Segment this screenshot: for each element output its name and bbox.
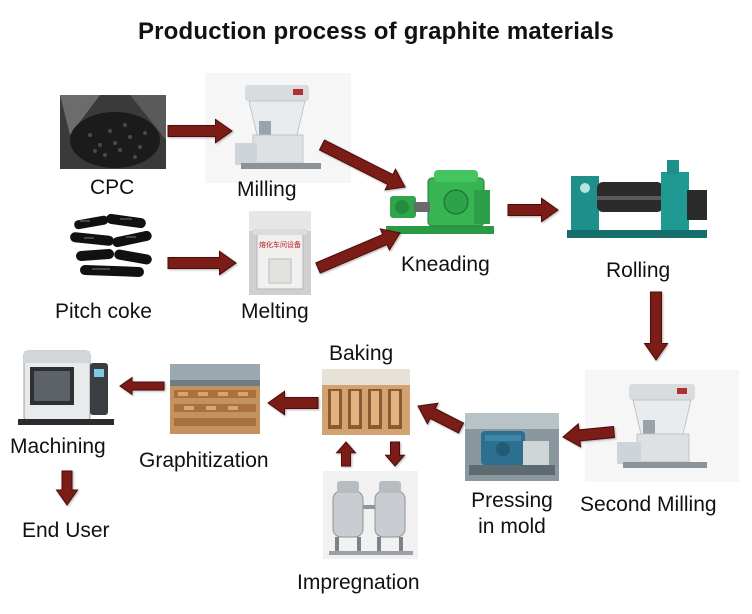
second-milling-machine-photo xyxy=(585,370,739,482)
label-pitch-coke: Pitch coke xyxy=(55,300,152,323)
label-pressing: Pressing in mold xyxy=(462,489,562,539)
label-pressing-line1: Pressing xyxy=(471,489,553,512)
label-cpc: CPC xyxy=(90,176,135,199)
graphitization-furnace-photo xyxy=(170,364,260,434)
milling-machine-photo xyxy=(205,73,351,183)
arrow-cpc-to-milling xyxy=(167,118,233,144)
arrow-melting-to-kneading xyxy=(315,228,401,274)
label-graphitization: Graphitization xyxy=(139,449,269,472)
arrow-rolling-to-second-milling xyxy=(643,291,669,361)
label-impregnation: Impregnation xyxy=(297,571,420,594)
pitch-coke-photo xyxy=(66,210,158,282)
label-machining: Machining xyxy=(10,435,106,458)
label-pressing-line2: in mold xyxy=(478,515,546,538)
arrow-machining-to-end-user xyxy=(55,470,79,506)
pressing-machine-photo xyxy=(465,413,559,481)
label-end-user: End User xyxy=(22,519,110,542)
cpc-material-photo xyxy=(60,95,166,169)
arrow-milling-to-kneading xyxy=(318,139,406,191)
arrow-baking-to-graphitization xyxy=(267,390,319,416)
cnc-machining-center-photo xyxy=(10,345,118,431)
arrow-kneading-to-rolling xyxy=(507,197,559,223)
arrow-baking-to-impregnation xyxy=(384,441,406,467)
arrow-second-milling-to-pressing xyxy=(562,422,616,448)
diagram-title: Production process of graphite materials xyxy=(137,18,615,45)
baking-furnace-photo xyxy=(322,369,410,435)
label-kneading: Kneading xyxy=(401,253,490,276)
melting-tank-photo: 熔化车间设备 xyxy=(249,211,311,295)
label-melting: Melting xyxy=(241,300,309,323)
label-rolling: Rolling xyxy=(606,259,671,282)
impregnation-tanks-photo xyxy=(323,471,418,559)
arrow-graphitization-to-machining xyxy=(119,376,165,396)
label-second-milling: Second Milling xyxy=(580,493,717,516)
label-baking: Baking xyxy=(329,342,394,365)
arrow-pressing-to-baking xyxy=(417,402,465,434)
arrow-pitchcoke-to-melting xyxy=(167,250,237,276)
svg-text:熔化车间设备: 熔化车间设备 xyxy=(259,240,301,249)
rolling-mill-photo xyxy=(563,150,713,250)
label-milling: Milling xyxy=(237,178,297,201)
arrow-impregnation-to-baking xyxy=(335,441,357,467)
